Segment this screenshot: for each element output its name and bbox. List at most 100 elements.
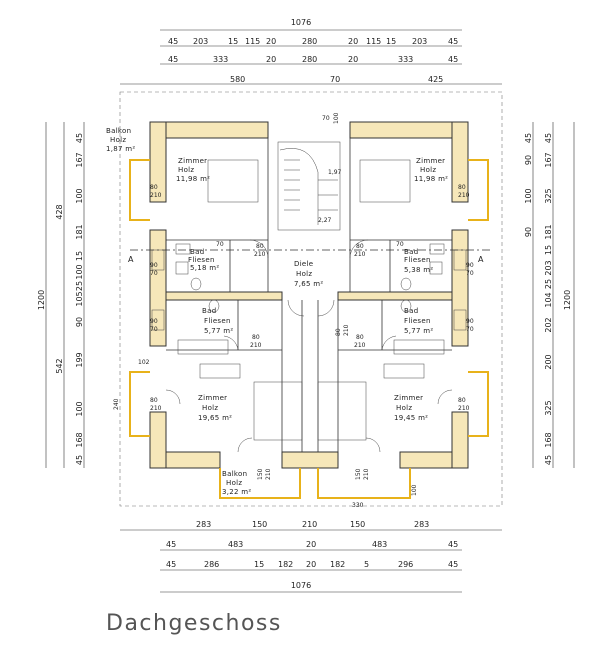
staircase: 1,97 2,27 70 100 [277,112,342,231]
dim-right-r1: 202 [544,317,553,332]
opening-label: 80 [458,184,466,191]
dim-top-r1: 115 [366,37,381,46]
room-bad-se: Bad [404,307,418,315]
dim-right-r1: 203 [544,260,553,275]
dim-bot-r3: 20 [306,560,316,569]
right-dimensions: 1200 45 167 325 181 15 203 25 104 202 20… [524,122,575,468]
dim-bot-r2: 45 [166,540,176,549]
dim-top-r1: 45 [168,37,178,46]
dim-bot-r3: 15 [254,560,264,569]
dim-right-r1: 325 [544,188,553,203]
opening-label: 210 [354,342,366,349]
opening-label: 80 [335,328,342,336]
room-diele: Holz [296,270,312,278]
dim-right-r1: 45 [544,133,553,143]
dim-bot-r2: 483 [372,540,387,549]
dim-left-r2: 45 [75,133,84,143]
opening-label: 210 [150,192,162,199]
dim-top-r1: 203 [412,37,427,46]
opening-label: 210 [150,405,162,412]
dim-right-r2: 45 [524,133,533,143]
dim-top-r3: 425 [428,75,443,84]
room-balkon-top: Balkon [106,127,131,135]
room-bad-sw: 5,77 m² [204,327,234,335]
section-marker-left: A [128,255,134,264]
dim-left-r2: 181 [75,224,84,239]
room-zimmer-ne: 11,98 m² [414,175,448,183]
opening-label: 330 [352,502,364,509]
room-balkon-bottom: 3,22 m² [222,488,252,496]
room-balkon-top: 1,87 m² [106,145,136,153]
opening-label: 80 [256,243,264,250]
dim-top-r3: 70 [330,75,340,84]
dim-bot-r3: 5 [364,560,369,569]
top-dimensions: 1076 45 203 15 115 20 280 20 115 15 203 … [120,18,502,85]
dim-top-r2: 45 [448,55,458,64]
wall-right-top [451,121,469,203]
opening-label: 70 [396,241,404,248]
room-bad-ne: 5,38 m² [404,266,434,274]
room-zimmer-ne: Holz [420,166,436,174]
wall-mid-right [337,291,453,301]
room-zimmer-se: Holz [396,404,412,412]
dim-right-r2: 90 [524,227,533,237]
opening-label: 70 [150,270,158,277]
room-labels: Balkon Holz 1,87 m² Zimmer Holz 11,98 m²… [106,127,448,496]
opening-label: 90 [466,318,474,325]
dim-top-total: 1076 [291,18,311,27]
dim-top-r1: 20 [348,37,358,46]
opening-label: 210 [265,468,272,480]
room-zimmer-sw: Holz [202,404,218,412]
opening-label: 80 [356,243,364,250]
opening-label: 210 [250,342,262,349]
dim-bot-r1: 283 [414,520,429,529]
opening-label: 70 [150,326,158,333]
section-marker-right: A [478,255,484,264]
room-diele: Diele [294,260,313,268]
opening-label: 210 [458,192,470,199]
dim-top-r1: 115 [245,37,260,46]
room-zimmer-se: 19,45 m² [394,414,428,422]
stair-dim: 70 [322,115,330,122]
wall-top-right [349,121,469,139]
dim-left-r2: 25 [75,281,84,291]
dim-bot-r2: 20 [306,540,316,549]
wall-top-left [149,121,269,139]
walls [149,121,469,469]
opening-labels: 80 210 80 210 90 70 90 70 90 70 90 70 80… [113,184,474,509]
balconies [129,159,489,499]
dim-right-r1: 104 [544,292,553,307]
furniture [175,159,445,441]
room-balkon-bottom: Holz [226,479,242,487]
stair-label: 1,97 [328,169,342,176]
opening-label: 210 [458,405,470,412]
wall-bottom-mid [281,451,339,469]
room-bad-se: 5,77 m² [404,327,434,335]
opening-label: 210 [354,251,366,258]
doors [165,239,453,453]
room-bad-sw: Bad [202,307,216,315]
opening-label: 80 [356,334,364,341]
room-bad-ne: Fliesen [404,256,431,264]
room-zimmer-se: Zimmer [394,394,423,402]
opening-label: 210 [343,324,350,336]
dim-bot-r1: 150 [252,520,267,529]
dim-right-r1: 181 [544,224,553,239]
dim-right-r1: 15 [544,245,553,255]
room-bad-nw: 5,18 m² [190,264,220,272]
room-zimmer-nw: 11,98 m² [176,175,210,183]
dim-left-r2: 167 [75,152,84,167]
opening-label: 90 [466,262,474,269]
dim-right-r2: 90 [524,155,533,165]
room-zimmer-sw: Zimmer [198,394,227,402]
dim-left-r2: 100 [75,401,84,416]
room-balkon-bottom: Balkon [222,470,247,478]
dim-bot-r3: 45 [166,560,176,569]
dim-top-r1: 15 [228,37,238,46]
dim-bot-r3: 182 [278,560,293,569]
dim-bot-r2: 45 [448,540,458,549]
dim-right-r1: 200 [544,354,553,369]
dim-top-r1: 203 [193,37,208,46]
opening-label: 80 [150,184,158,191]
dim-bot-r1: 210 [302,520,317,529]
